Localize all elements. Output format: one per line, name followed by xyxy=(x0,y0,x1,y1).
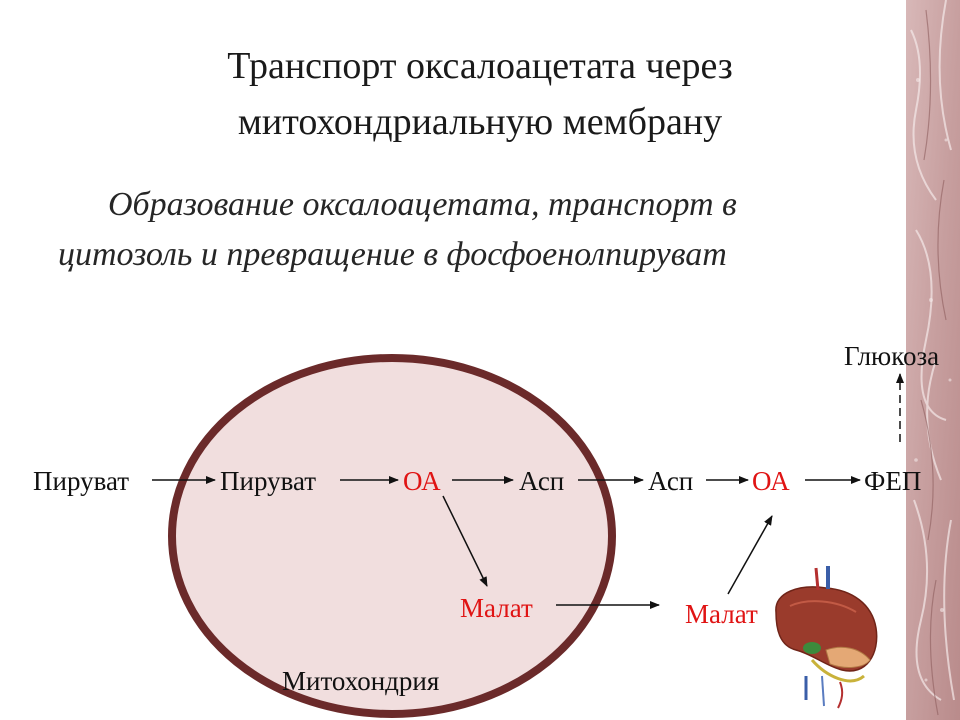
page-title-line-1: Транспорт оксалоацетата через xyxy=(227,45,733,87)
node-malate-cytosol: Малат xyxy=(685,599,758,629)
node-malate-mitochondrion: Малат xyxy=(460,593,533,623)
subtitle-line-1: Образование оксалоацетата, транспорт в xyxy=(108,186,737,223)
node-asp-mitochondrion: Асп xyxy=(519,466,565,496)
node-pep: ФЕП xyxy=(864,466,922,496)
mitochondrion-membrane xyxy=(168,354,616,718)
mitochondrion-label: Митохондрия xyxy=(282,666,440,696)
page-title-line-2: митохондриальную мембрану xyxy=(237,101,723,143)
subtitle-line-2: цитозоль и превращение в фосфоенолпирува… xyxy=(58,236,727,273)
node-oa-cytosol: ОА xyxy=(752,466,790,496)
node-pyruvate-cytosol: Пируват xyxy=(33,466,130,496)
arrow-oa-to-malate xyxy=(442,495,488,587)
liver-organs-icon xyxy=(775,566,878,709)
node-oa-mitochondrion: ОА xyxy=(403,466,441,496)
arrow-malate-to-oa xyxy=(727,515,773,595)
side-texture-strip xyxy=(906,0,960,720)
node-glucose: Глюкоза xyxy=(844,341,940,371)
node-pyruvate-mitochondrion: Пируват xyxy=(220,466,317,496)
node-asp-cytosol: Асп xyxy=(648,466,694,496)
